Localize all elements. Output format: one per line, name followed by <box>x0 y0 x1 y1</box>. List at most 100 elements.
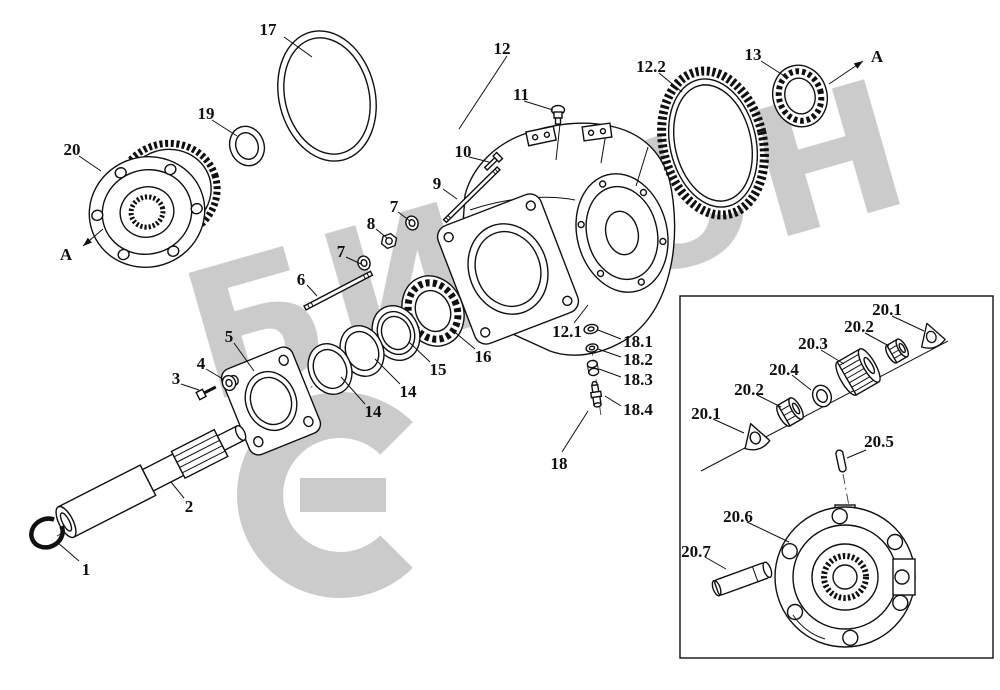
leader-line <box>78 155 102 172</box>
section-a-right: A <box>871 47 884 66</box>
part-fitting-18-4 <box>589 380 603 408</box>
leader-line <box>846 449 867 459</box>
callout-16: 16 <box>475 347 492 366</box>
part-nut-8 <box>380 232 398 250</box>
callout-20-3: 20.3 <box>798 334 828 353</box>
leader-line <box>468 156 490 163</box>
leader-line <box>283 36 313 58</box>
callout-14-lower: 14 <box>365 402 383 421</box>
part-bolt-3 <box>195 385 217 401</box>
callout-13: 13 <box>745 45 762 64</box>
leader-line <box>340 376 366 405</box>
callout-12-1: 12.1 <box>552 322 582 341</box>
callout-12-2: 12.2 <box>636 57 666 76</box>
leader-line <box>523 100 554 111</box>
housing-front-flange <box>436 193 580 345</box>
leader-line <box>458 55 508 130</box>
part-needle-bearing-20-2-right <box>885 338 909 364</box>
section-a-left: A <box>60 245 73 264</box>
part-thrust-plate-20-1-left <box>744 422 771 451</box>
callout-17: 17 <box>260 20 278 39</box>
callout-19: 19 <box>198 104 215 123</box>
leader-line <box>597 348 622 358</box>
pin-axis <box>842 473 850 507</box>
part-flange-5 <box>220 346 322 456</box>
watermark-logo <box>237 392 413 598</box>
callout-6: 6 <box>297 270 306 289</box>
callout-7-lower: 7 <box>337 242 346 261</box>
part-needle-bearing-20-2-left <box>776 397 804 427</box>
part-stud-9 <box>442 166 501 224</box>
leader-line <box>760 60 787 78</box>
leader-line <box>598 368 622 378</box>
section-arrow-right <box>828 60 864 85</box>
callout-20-2-right: 20.2 <box>844 317 874 336</box>
leader-line <box>205 368 224 380</box>
callout-5: 5 <box>225 327 234 346</box>
part-input-shaft-2 <box>55 424 247 539</box>
part-washer-20-4 <box>811 384 833 408</box>
callout-20-2-left: 20.2 <box>734 380 764 399</box>
callout-15: 15 <box>430 360 447 379</box>
leader-line <box>756 394 782 408</box>
callout-20-4: 20.4 <box>769 360 799 379</box>
callout-18-2: 18.2 <box>623 350 653 369</box>
part-bolt-10 <box>483 151 504 172</box>
callout-8: 8 <box>367 214 376 233</box>
part-ring-14-lower <box>307 343 353 395</box>
leader-line <box>712 418 745 434</box>
callout-9: 9 <box>433 174 442 193</box>
part-washer-7-lower <box>357 255 371 271</box>
callout-3: 3 <box>172 369 181 388</box>
part-ring-17 <box>277 30 377 162</box>
callout-2: 2 <box>185 497 194 516</box>
callout-20-7: 20.7 <box>681 542 711 561</box>
leader-line <box>375 228 388 239</box>
leader-line <box>791 374 812 391</box>
callout-11: 11 <box>513 85 529 104</box>
callout-12: 12 <box>494 39 511 58</box>
callout-4: 4 <box>197 354 206 373</box>
callout-labels: 17 12 11 12.2 13 A 19 20 10 9 7 8 7 6 A … <box>60 20 902 579</box>
leader-line <box>891 315 925 332</box>
part-washer-18-1 <box>583 323 599 335</box>
part-planet-carrier-20 <box>88 139 221 268</box>
leader-lines <box>56 36 925 570</box>
leader-line <box>573 304 589 324</box>
callout-20-6: 20.6 <box>723 507 753 526</box>
leader-line <box>374 358 401 385</box>
part-shaft-20-7 <box>711 561 773 597</box>
part-bearing-13 <box>772 64 828 128</box>
part-ring-gear-12-2 <box>657 66 769 220</box>
part-ring-18-2 <box>585 343 599 353</box>
part-washer-4 <box>221 374 237 392</box>
callout-1: 1 <box>82 560 91 579</box>
leader-line <box>345 256 362 265</box>
leader-line <box>658 72 683 93</box>
section-arrow-left <box>82 228 104 247</box>
part-carrier-20-6 <box>774 504 916 648</box>
leader-line <box>604 395 622 407</box>
part-seal-19 <box>228 125 266 167</box>
part-stud-6 <box>303 270 374 311</box>
housing-rear-bell <box>575 173 669 293</box>
leader-line <box>864 332 890 347</box>
leader-line <box>170 481 185 499</box>
housing-top-boss <box>525 125 557 147</box>
leader-line <box>397 211 411 222</box>
part-stack-18 <box>583 323 603 408</box>
callout-18-1: 18.1 <box>623 332 653 351</box>
leader-line <box>561 410 589 453</box>
inset-box <box>679 295 994 659</box>
callout-20: 20 <box>64 140 81 159</box>
leader-line <box>211 119 238 137</box>
callout-10: 10 <box>455 142 472 161</box>
leader-line <box>597 329 622 340</box>
part-washer-7-upper <box>405 215 419 231</box>
part-thrust-plate-20-1-right <box>920 322 946 349</box>
leader-line <box>820 349 845 365</box>
callout-18-4: 18.4 <box>623 400 653 419</box>
leader-line <box>704 556 727 570</box>
